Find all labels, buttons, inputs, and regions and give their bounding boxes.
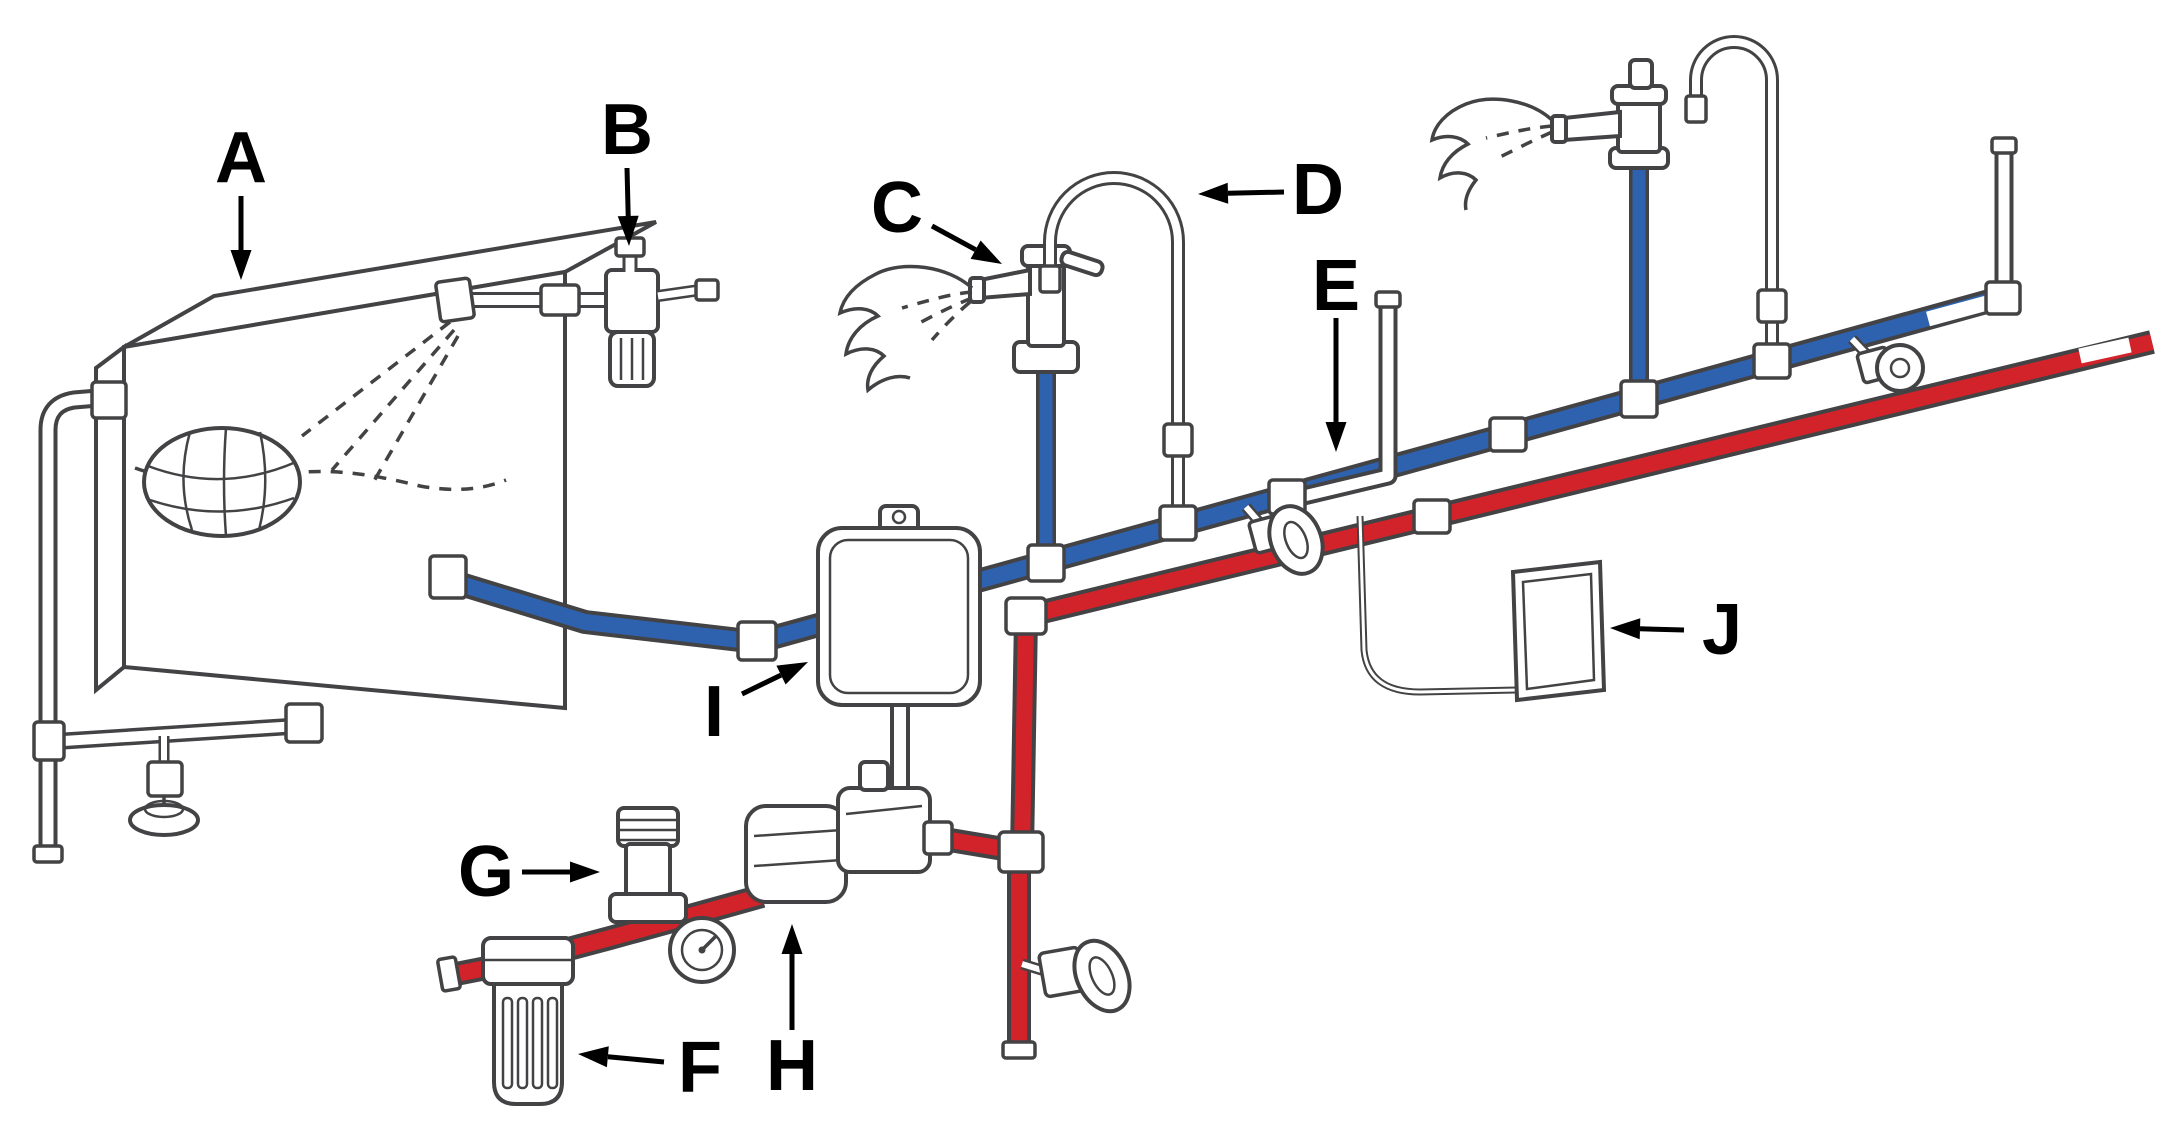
tank-drain-line — [32, 702, 324, 762]
label-B-arrowhead — [617, 215, 639, 246]
tank-fill-fitting — [434, 276, 476, 324]
right-gooseneck-spout — [1684, 35, 1792, 380]
right-gooseneck-tee — [1752, 342, 1792, 380]
panel-wire — [1356, 515, 1518, 696]
pump-outlet-fitting — [922, 820, 954, 856]
hot-drop-open-end — [1001, 1040, 1037, 1060]
pump-motor — [744, 804, 848, 904]
label-B-arrow — [624, 167, 631, 217]
pump-cap — [858, 760, 890, 792]
label-H-arrowhead — [781, 924, 803, 954]
label-C: C — [871, 168, 923, 248]
check-valve-body — [604, 268, 660, 334]
label-J-arrowhead — [1610, 618, 1641, 640]
monitor-panel — [1356, 515, 1607, 703]
label-E-arrowhead — [1325, 422, 1347, 452]
tank-outlet-fitting — [428, 554, 468, 600]
accumulator-tank — [816, 504, 982, 794]
inline-filter — [481, 936, 575, 1106]
fresh-water-tank — [32, 220, 720, 864]
regulator-stem — [624, 842, 672, 898]
label-A-arrowhead — [230, 250, 252, 280]
pump-head — [836, 786, 932, 874]
label-G-arrowhead — [570, 861, 600, 883]
branch-pipe-open-end — [1374, 290, 1402, 309]
right-faucet-tee — [1619, 379, 1659, 419]
water-pump — [744, 760, 954, 904]
hot-main-open-end — [436, 955, 462, 993]
mid-shutoff-knob — [1267, 504, 1325, 576]
mid-shutoff-valve — [1241, 503, 1325, 576]
accumulator-body — [816, 526, 982, 707]
label-D-arrow — [1227, 189, 1285, 196]
cold-bend-fitting — [736, 620, 778, 662]
left-faucet-tee — [1026, 543, 1066, 583]
gooseneck-aerator — [1038, 264, 1062, 294]
hot-inline-fitting — [1412, 498, 1452, 535]
right-faucet-spout — [1562, 109, 1622, 143]
hot-cross-fitting — [997, 830, 1045, 874]
left-faucet-handle — [1059, 249, 1105, 278]
right-faucet-body — [1616, 98, 1662, 154]
label-E: E — [1312, 246, 1360, 326]
cold-inline-fitting — [1488, 416, 1528, 453]
label-F: F — [678, 1028, 722, 1108]
pressure-regulator — [608, 806, 736, 984]
right-shutoff-valve — [1848, 335, 1925, 393]
regulator-flange — [608, 892, 688, 924]
tank-fill-valve — [434, 236, 720, 388]
right-gooseneck-aerator — [1684, 94, 1708, 124]
right-faucet-handle — [1628, 58, 1654, 90]
tank-fill-spray — [300, 320, 460, 489]
label-J: J — [1702, 590, 1742, 670]
panel-body — [1510, 559, 1607, 703]
label-D-arrowhead — [1198, 182, 1229, 204]
gooseneck-spout — [1038, 171, 1198, 542]
label-J-arrow — [1639, 626, 1685, 633]
label-I-arrow — [740, 672, 783, 697]
gooseneck-tee — [1158, 504, 1198, 542]
tank-drain-valve — [128, 736, 200, 837]
label-A: A — [215, 118, 267, 198]
right-faucet-spray — [1429, 97, 1554, 211]
left-faucet-spout — [978, 267, 1032, 301]
annotations: A B C DE F G H I J — [215, 90, 1742, 1108]
right-faucet — [1429, 58, 1670, 419]
label-F-arrow — [607, 1054, 665, 1065]
label-F-arrowhead — [578, 1046, 609, 1068]
tank-vent-pipe — [32, 380, 128, 864]
branch-pipe-e — [1267, 290, 1402, 516]
label-D: D — [1292, 150, 1344, 230]
label-G: G — [458, 832, 514, 912]
right-vertical-pipe — [1984, 136, 2022, 316]
label-C-arrow — [930, 223, 977, 252]
label-C-arrowhead — [970, 240, 1002, 264]
drain-valve-knob — [1072, 938, 1132, 1014]
label-I-arrowhead — [776, 662, 808, 685]
left-faucet-spray — [837, 264, 974, 394]
hot-elbow-fitting — [1004, 596, 1048, 636]
right-shutoff-knob — [1875, 343, 1925, 393]
hot-main-white-section — [2078, 337, 2132, 364]
label-B: B — [601, 90, 653, 170]
label-H: H — [766, 1026, 818, 1106]
label-I: I — [704, 672, 724, 752]
tank-strainer-ball — [142, 426, 302, 538]
low-point-drain-valve — [1020, 938, 1132, 1014]
